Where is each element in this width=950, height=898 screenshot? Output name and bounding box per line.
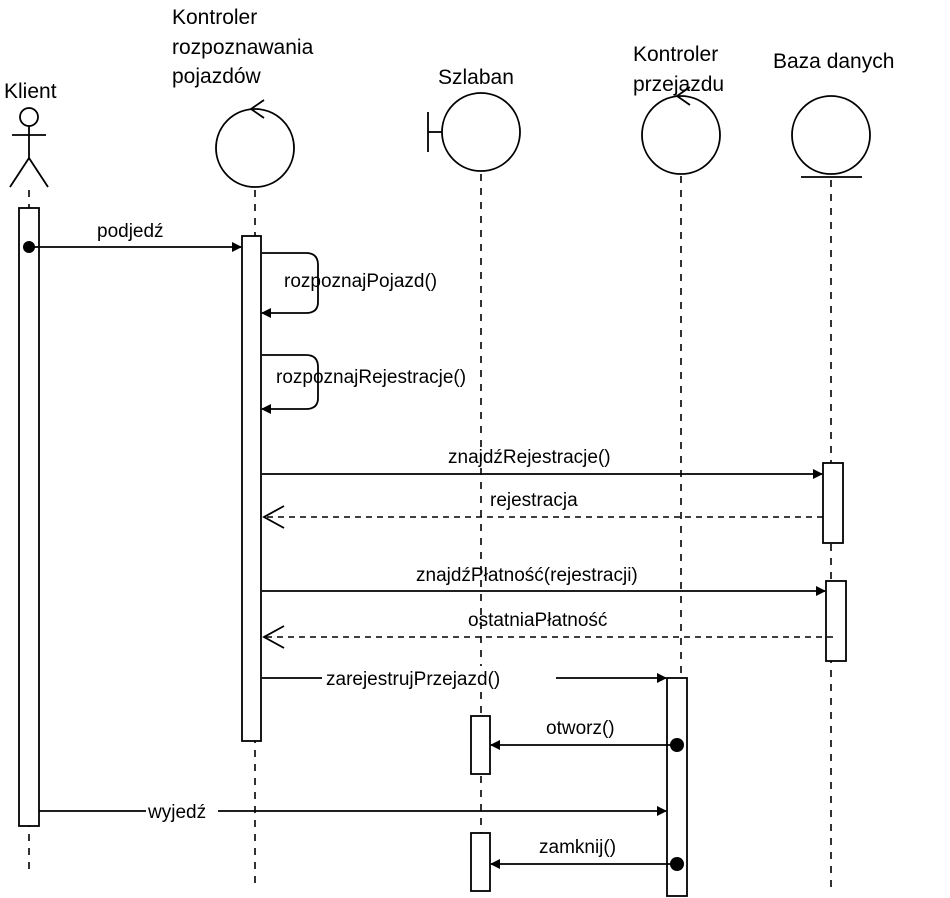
entity-icon xyxy=(791,95,871,178)
activation-klient xyxy=(18,207,40,827)
participant-kontroler-przej-line2: przejazdu xyxy=(633,73,724,96)
message-rejestracja-return: rejestracja xyxy=(262,490,823,529)
message-zarejestruj-przejazd-label: zarejestrujPrzejazd() xyxy=(326,669,500,690)
message-znajdz-rejestracje: znajdźRejestracje() xyxy=(262,447,823,479)
control-icon xyxy=(215,99,295,188)
participant-klient-label: Klient xyxy=(4,80,57,103)
boundary-icon xyxy=(427,92,521,172)
message-zamknij: zamknij() xyxy=(490,837,684,871)
message-wyjedz: wyjedź xyxy=(39,799,667,823)
message-rozpoznaj-pojazd: rozpoznajPojazd() xyxy=(261,252,437,318)
participant-kontroler-rozp-line3: pojazdów xyxy=(172,65,262,88)
message-zarejestruj-przejazd: zarejestrujPrzejazd() xyxy=(262,666,667,690)
participant-kontroler-przej-line1: Kontroler xyxy=(633,43,718,66)
message-znajdz-platnosc: znajdźPłatność(rejestracji) xyxy=(262,565,826,596)
activation-baza-1 xyxy=(822,462,844,544)
participant-kontroler-rozp-line1: Kontroler xyxy=(172,6,257,29)
message-znajdz-rejestracje-label: znajdźRejestracje() xyxy=(448,447,611,468)
message-podjedz-label: podjedź xyxy=(97,221,164,242)
message-ostatnia-platnosc-label: ostatniaPłatność xyxy=(468,610,607,631)
message-otworz: otworz() xyxy=(490,718,684,752)
message-podjedz: podjedź xyxy=(23,221,242,253)
message-rozpoznaj-rejestracje: rozpoznajRejestracje() xyxy=(261,354,466,414)
message-ostatnia-platnosc-return: ostatniaPłatność xyxy=(262,610,833,649)
klient-actor-icon xyxy=(9,107,49,188)
activation-kontroler-przej xyxy=(666,677,688,897)
participant-kontroler-rozp-line2: rozpoznawania xyxy=(172,36,314,59)
control-icon xyxy=(641,86,721,175)
message-rejestracja-label: rejestracja xyxy=(490,490,578,511)
participant-szlaban-label: Szlaban xyxy=(438,66,514,89)
participant-baza-label: Baza danych xyxy=(773,50,894,73)
message-rozpoznaj-pojazd-label: rozpoznajPojazd() xyxy=(284,271,437,292)
message-rozpoznaj-rejestracje-label: rozpoznajRejestracje() xyxy=(276,367,466,388)
message-wyjedz-label: wyjedź xyxy=(147,802,206,823)
activation-kontroler-rozp xyxy=(241,235,262,742)
message-znajdz-platnosc-label: znajdźPłatność(rejestracji) xyxy=(416,565,638,586)
message-otworz-label: otworz() xyxy=(546,718,615,739)
message-zamknij-label: zamknij() xyxy=(539,837,616,858)
activation-baza-2 xyxy=(825,580,847,662)
activation-szlaban-2 xyxy=(470,832,491,892)
activation-szlaban-1 xyxy=(470,715,491,775)
